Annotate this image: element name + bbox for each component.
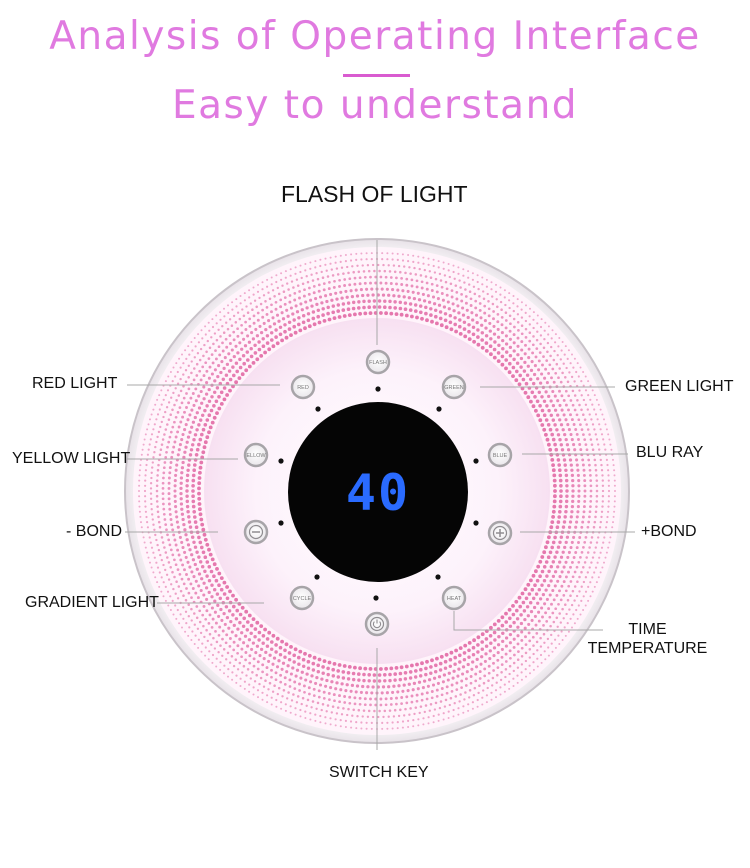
cycle-button[interactable]: CYCLE <box>289 585 315 611</box>
time-label: TIME <box>628 621 667 638</box>
temperature-label: TEMPERATURE <box>587 640 708 657</box>
indicator-dots <box>278 386 479 601</box>
title-divider <box>343 74 410 77</box>
blue-ray-button[interactable]: BLUE <box>487 442 513 468</box>
page-subtitle: Easy to understand <box>171 83 579 128</box>
blue-button-label: BLUE <box>493 453 508 459</box>
yellow-button-label: ELLOW <box>246 453 266 459</box>
red-light-button[interactable]: RED <box>290 374 316 400</box>
green-light-label: GREEN LIGHT <box>625 378 734 395</box>
minus-bond-button[interactable] <box>243 519 269 545</box>
power-button[interactable] <box>364 611 390 637</box>
dot-pattern-ring <box>138 252 616 730</box>
plus-bond-label: +BOND <box>641 523 697 540</box>
red-button-label: RED <box>297 385 309 391</box>
flash-button[interactable]: FLASH <box>365 349 391 375</box>
yellow-light-button[interactable]: ELLOW <box>243 442 269 468</box>
flash-of-light-label: FLASH OF LIGHT <box>281 181 468 207</box>
lcd-display: 40 <box>288 402 468 582</box>
heat-button[interactable]: HEAT <box>441 585 467 611</box>
power-icon <box>369 616 385 632</box>
plus-icon <box>492 525 508 541</box>
minus-icon <box>248 524 264 540</box>
green-light-button[interactable]: GREEN <box>441 374 467 400</box>
cycle-button-label: CYCLE <box>293 596 312 602</box>
heat-button-label: HEAT <box>447 596 462 602</box>
time-temperature-label: TIME TEMPERATURE <box>585 620 710 658</box>
plus-bond-button[interactable] <box>487 520 513 546</box>
switch-key-label: SWITCH KEY <box>329 764 429 781</box>
green-button-label: GREEN <box>444 385 464 391</box>
blu-ray-label: BLU RAY <box>636 444 704 461</box>
yellow-light-label: YELLOW LIGHT <box>12 450 131 467</box>
gradient-light-label: GRADIENT LIGHT <box>25 594 159 611</box>
page-title: Analysis of Operating Interface <box>49 14 701 59</box>
minus-bond-label: - BOND <box>66 523 122 540</box>
flash-button-label: FLASH <box>369 360 387 366</box>
display-value: 40 <box>346 464 410 522</box>
red-light-label: RED LIGHT <box>32 375 118 392</box>
callout-lines <box>125 240 635 750</box>
